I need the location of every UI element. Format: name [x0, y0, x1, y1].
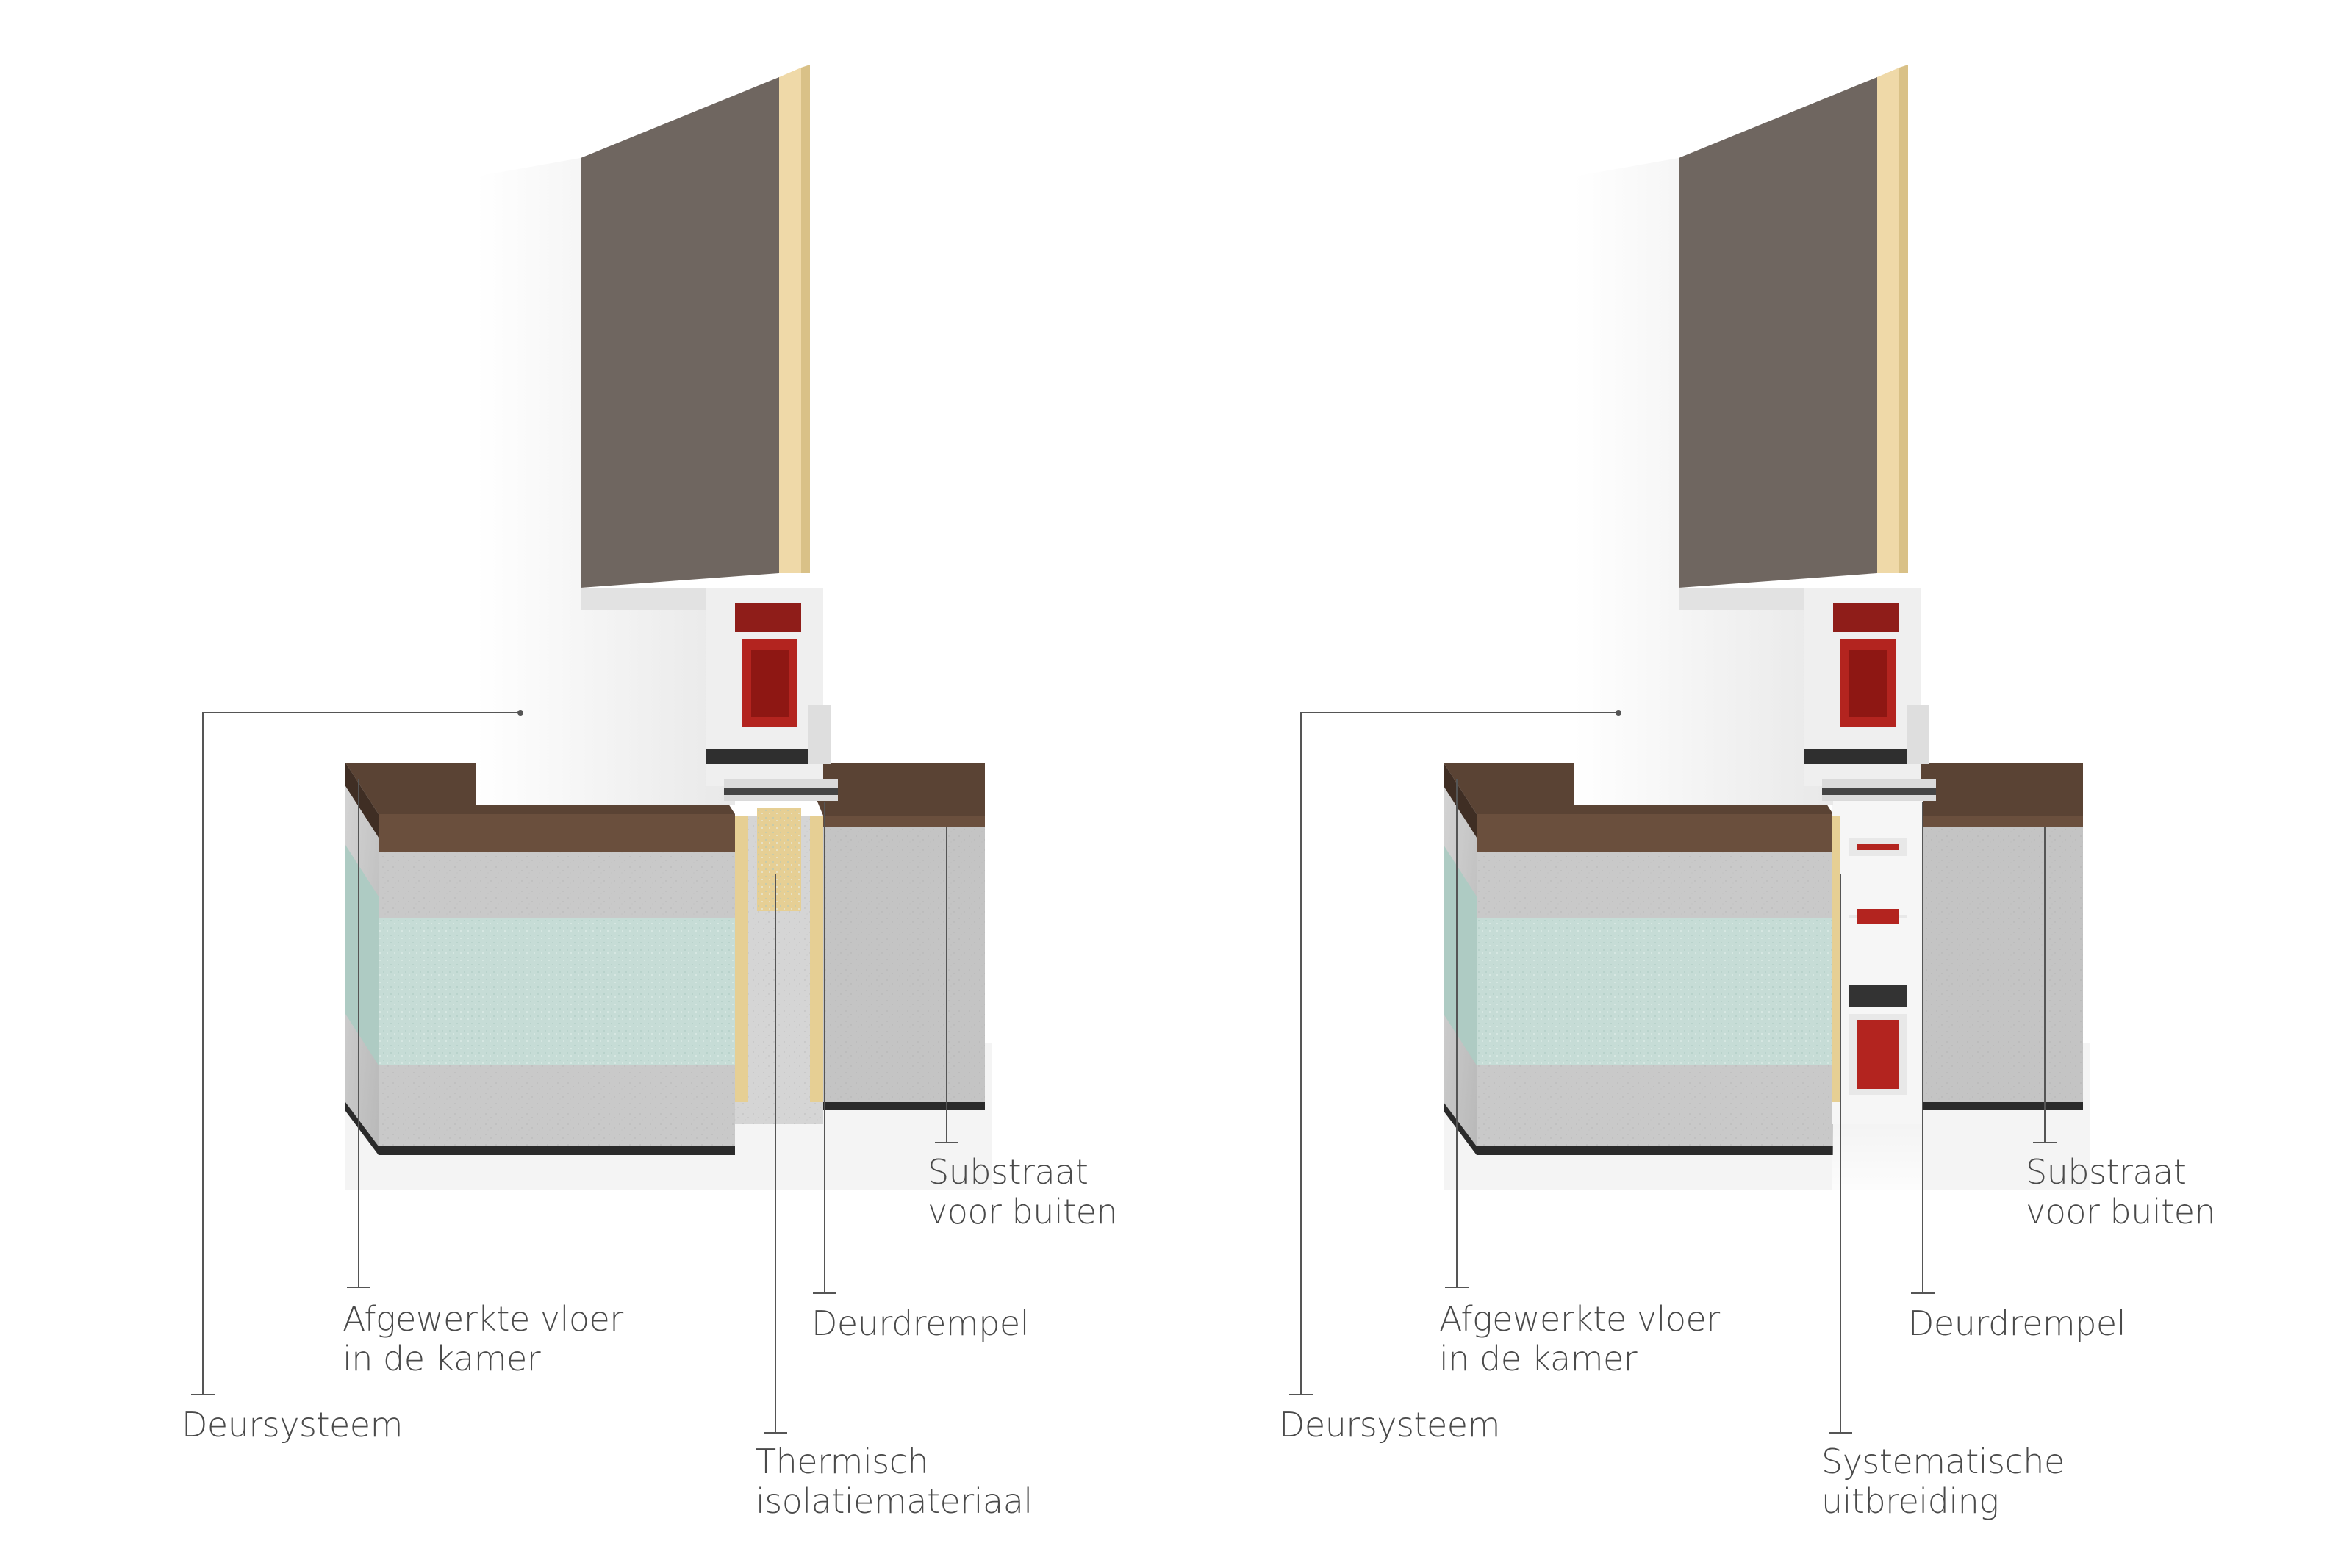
leader-door-system-dot [1616, 710, 1621, 716]
label-threshold-left: Deurdrempel [811, 1303, 1029, 1343]
leader-door-system-dot [517, 710, 523, 716]
exterior-block-base [823, 1102, 985, 1110]
exterior-floor-top [1899, 763, 2083, 816]
door-panel-edge [801, 65, 810, 573]
exterior-floor-front [1921, 816, 2083, 827]
leader-lines [191, 710, 2057, 1434]
door-panel-core [779, 68, 801, 573]
exterior-floor-top [801, 763, 985, 816]
exterior-concrete-texture [1921, 827, 2083, 1102]
extension-connector [1849, 985, 1907, 1007]
extension-reinforcement-3 [1857, 1020, 1899, 1089]
extension-foam-strip [1832, 816, 1840, 1102]
interior-floor-edge [345, 763, 379, 838]
extension-fade [1832, 1124, 1923, 1212]
interior-insulation-texture [379, 918, 735, 1065]
sash-gasket [735, 603, 801, 632]
label-door-system-right: Deursysteem [1279, 1405, 1500, 1445]
door-frame [1574, 158, 1833, 805]
door-panel-edge [1899, 65, 1908, 573]
exterior-concrete-texture [823, 827, 985, 1102]
sash-reinforcement-inner [1849, 650, 1887, 717]
interior-floor-edge [1444, 763, 1477, 838]
leader-door-system [202, 712, 520, 1395]
extension-reinforcement-2 [1857, 909, 1899, 924]
door-frame-ledge [1679, 588, 1833, 610]
sash-reinforcement-inner [751, 650, 789, 717]
label-substrate-left: Substraat voor buiten [928, 1152, 1118, 1231]
label-system-extension: Systematische uitbreiding [1821, 1442, 2065, 1521]
door-panel-face [581, 77, 779, 588]
interior-insulation-texture [1477, 918, 1833, 1065]
exterior-floor-front [823, 816, 985, 827]
threshold-seal [1822, 788, 1936, 795]
sash-gasket [1833, 603, 1899, 632]
label-substrate-right: Substraat voor buiten [2026, 1152, 2216, 1231]
door-section-system-extension [1444, 65, 2090, 1212]
gap-insulation-strip-right [810, 816, 823, 1102]
gap-insulation-strip-left [735, 816, 748, 1102]
door-frame-ledge [581, 588, 735, 610]
door-section-thermal-insulation [345, 65, 992, 1190]
interior-block-base [1444, 1102, 1833, 1155]
sash-bottom-seal [1804, 749, 1921, 764]
interior-floor-front [1477, 814, 1833, 852]
extension-reinforcement-1 [1857, 844, 1899, 850]
interior-insulation-side [1444, 845, 1477, 1065]
door-panel-core [1877, 68, 1899, 573]
exterior-block-base [1921, 1102, 2083, 1110]
leader-door-system [1300, 712, 1618, 1395]
sash-weather-strip [1907, 705, 1929, 764]
interior-insulation-side [345, 845, 379, 1065]
label-finished-floor-left: Afgewerkte vloer in de kamer [343, 1299, 623, 1378]
interior-floor-front [379, 814, 735, 852]
thermal-insulation-texture [757, 808, 801, 911]
sash-bottom-seal [706, 749, 823, 764]
label-door-system-left: Deursysteem [182, 1405, 403, 1445]
door-frame [476, 158, 735, 805]
interior-block-base [345, 1102, 735, 1155]
label-finished-floor-right: Afgewerkte vloer in de kamer [1439, 1299, 1720, 1378]
label-thermal-insulation: Thermisch isolatiemateriaal [756, 1442, 1033, 1521]
label-threshold-right: Deurdrempel [1908, 1303, 2126, 1343]
sash-weather-strip [808, 705, 831, 764]
door-panel-face [1679, 77, 1877, 588]
threshold-seal [724, 788, 838, 795]
